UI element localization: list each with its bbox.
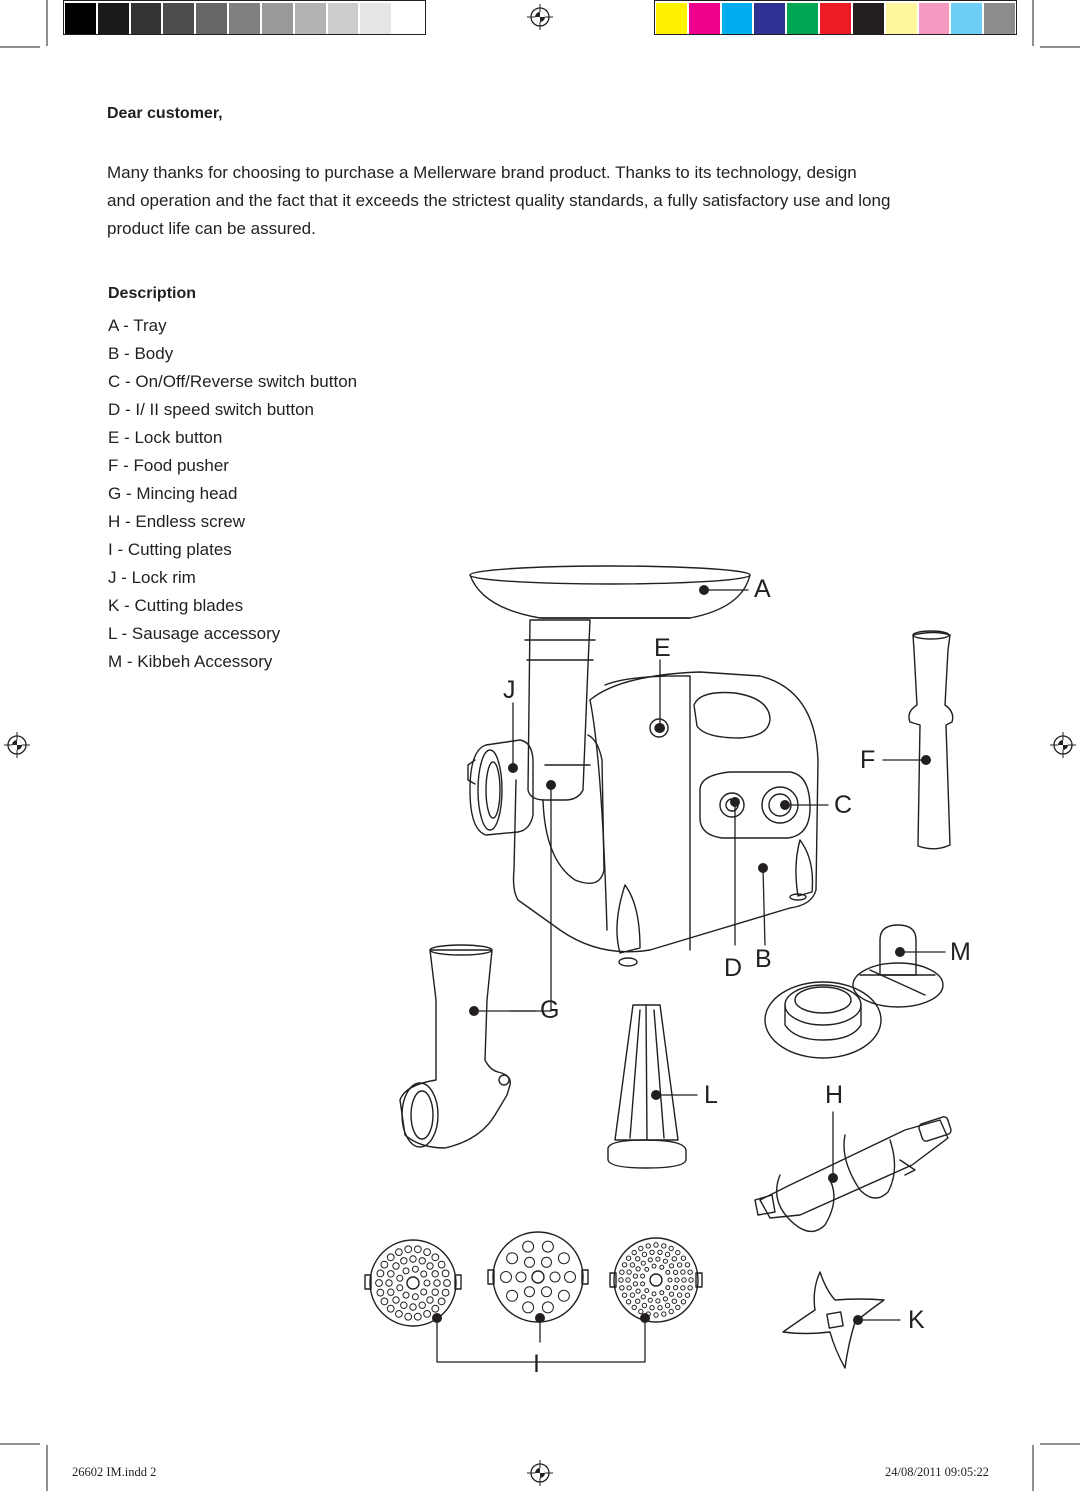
leader-dots xyxy=(432,585,931,1325)
color-swatch xyxy=(294,3,326,34)
label-j: J xyxy=(503,676,516,704)
food-pusher-drawing xyxy=(908,630,954,850)
color-swatch xyxy=(885,3,917,34)
label-a: A xyxy=(754,575,771,603)
color-swatch xyxy=(951,3,983,34)
color-swatch xyxy=(196,3,228,34)
cutting-plate-fine-holes xyxy=(609,1237,703,1323)
label-k: K xyxy=(908,1306,925,1334)
color-swatch xyxy=(787,3,819,34)
intro-line: Many thanks for choosing to purchase a M… xyxy=(107,163,857,182)
parts-list-item: K - Cutting blades xyxy=(108,596,244,615)
color-scale-bar xyxy=(654,0,1017,35)
color-swatch xyxy=(97,3,129,34)
cutting-plates-drawing xyxy=(364,1231,703,1327)
label-i: I xyxy=(533,1350,540,1378)
color-swatch xyxy=(229,3,260,34)
parts-list-item: D - I/ II speed switch button xyxy=(108,400,314,419)
mincing-head-mounted-drawing xyxy=(467,619,605,884)
greeting: Dear customer, xyxy=(107,105,223,122)
color-swatch xyxy=(130,3,162,34)
kibbeh-accessory-drawing xyxy=(764,924,944,1059)
color-swatch xyxy=(820,3,851,34)
color-swatch xyxy=(984,3,1015,34)
color-swatch xyxy=(261,3,293,34)
endless-screw-drawing xyxy=(754,1116,952,1233)
label-b: B xyxy=(755,945,772,973)
registration-mark-right xyxy=(1050,732,1076,758)
color-swatch xyxy=(393,3,424,34)
label-l: L xyxy=(704,1081,718,1109)
description-heading: Description xyxy=(108,285,197,302)
parts-list-item: I - Cutting plates xyxy=(108,540,232,559)
label-d: D xyxy=(724,954,743,982)
parts-list-item: G - Mincing head xyxy=(108,484,238,503)
parts-list-item: L - Sausage accessory xyxy=(108,624,281,643)
parts-list-item: J - Lock rim xyxy=(108,568,196,587)
color-swatch xyxy=(918,3,950,34)
registration-mark-left xyxy=(4,732,30,758)
label-g: G xyxy=(540,996,560,1024)
cutting-plate-small-holes xyxy=(364,1239,462,1327)
plate-holes xyxy=(375,1240,694,1321)
color-swatch xyxy=(656,3,687,34)
parts-list: A - Tray B - Body C - On/Off/Reverse swi… xyxy=(108,312,357,676)
color-swatch xyxy=(65,3,96,34)
parts-list-item: H - Endless screw xyxy=(108,512,245,531)
color-swatch xyxy=(852,3,884,34)
label-e: E xyxy=(654,634,671,662)
color-swatch xyxy=(721,3,753,34)
label-f: F xyxy=(860,746,876,774)
registration-mark-bottom xyxy=(527,1460,553,1486)
mincing-head-separate-drawing xyxy=(399,944,511,1149)
parts-list-item: B - Body xyxy=(108,344,174,363)
color-swatch xyxy=(360,3,392,34)
cutting-plate-large-holes xyxy=(487,1231,589,1323)
parts-list-item: A - Tray xyxy=(108,316,167,335)
parts-list-item: F - Food pusher xyxy=(108,456,229,475)
cutting-blade-drawing xyxy=(782,1271,885,1369)
registration-mark-top xyxy=(527,4,553,30)
parts-list-item: M - Kibbeh Accessory xyxy=(108,652,273,671)
footer-filename: 26602 IM.indd 2 xyxy=(72,1465,157,1479)
footer-timestamp: 24/08/2011 09:05:22 xyxy=(885,1465,990,1479)
intro-line: and operation and the fact that it excee… xyxy=(107,191,891,210)
grey-scale-bar xyxy=(63,0,426,35)
intro-paragraph: Many thanks for choosing to purchase a M… xyxy=(107,159,1007,243)
body-drawing xyxy=(512,671,819,967)
parts-list-item: C - On/Off/Reverse switch button xyxy=(108,372,358,391)
label-c: C xyxy=(834,791,853,819)
tray-drawing xyxy=(469,565,751,619)
leader-lines xyxy=(436,589,946,1363)
intro-line: product life can be assured. xyxy=(107,219,316,238)
label-m: M xyxy=(950,938,971,966)
color-swatch xyxy=(688,3,720,34)
color-swatch xyxy=(754,3,786,34)
label-h: H xyxy=(825,1081,844,1109)
parts-list-item: E - Lock button xyxy=(108,428,223,447)
color-swatch xyxy=(163,3,195,34)
color-swatch xyxy=(327,3,359,34)
sausage-accessory-drawing xyxy=(607,1004,687,1169)
